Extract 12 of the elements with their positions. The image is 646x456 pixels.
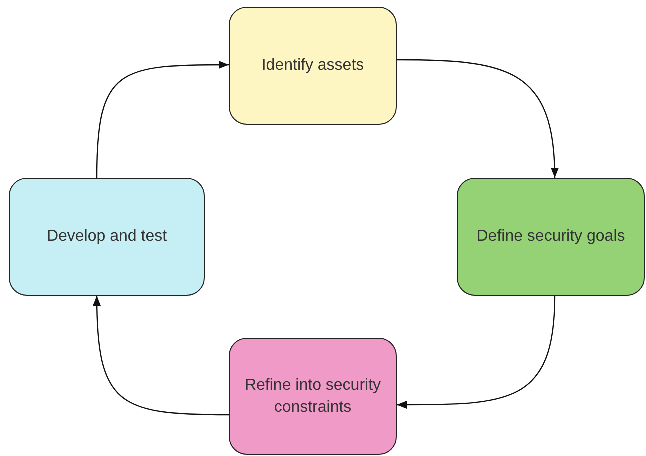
box-label: Identify assets: [262, 56, 364, 76]
arrow: [96, 61, 229, 178]
box-label: Refine into security constraints: [244, 376, 382, 418]
process-box: [9, 178, 205, 296]
arrow: [397, 296, 556, 409]
process-box: [229, 7, 397, 125]
process-box: [229, 338, 397, 455]
process-box: [457, 178, 645, 296]
arrow: [93, 296, 229, 416]
arrow: [397, 59, 559, 178]
box-label: Define security goals: [476, 227, 626, 247]
box-label: Develop and test: [46, 227, 168, 247]
